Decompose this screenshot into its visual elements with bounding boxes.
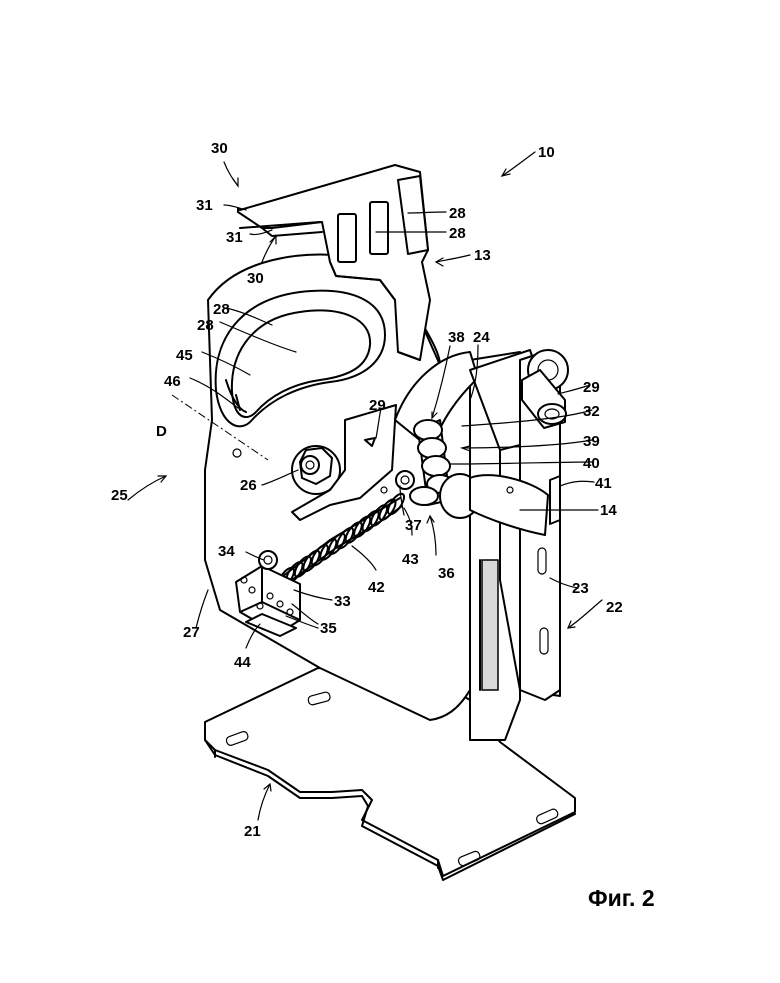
label-41: 41 [595,475,612,492]
label-10: 10 [538,144,555,161]
label-21: 21 [244,823,261,840]
label-14: 14 [600,502,617,519]
label-22: 22 [606,599,623,616]
figure-caption: Фиг. 2 [588,885,655,911]
label-29-lever: 29 [369,397,386,414]
label-28-upper: 28 [449,205,466,222]
label-25: 25 [111,487,128,504]
label-31-bottom: 31 [226,229,243,246]
label-35: 35 [320,620,337,637]
label-40: 40 [583,455,600,472]
label-28-lower: 28 [449,225,466,242]
label-45: 45 [176,347,193,364]
label-28-disc-inner: 28 [197,317,214,334]
label-29-right: 29 [583,379,600,396]
label-13: 13 [474,247,491,264]
label-32: 32 [583,403,600,420]
label-33: 33 [334,593,351,610]
label-37: 37 [405,517,422,534]
label-46: 46 [164,373,181,390]
label-24: 24 [473,329,490,346]
label-30-top: 30 [211,140,228,157]
label-36: 36 [438,565,455,582]
label-43: 43 [402,551,419,568]
label-31-top: 31 [196,197,213,214]
label-30-bottom: 30 [247,270,264,287]
label-34: 34 [218,543,235,560]
label-42: 42 [368,579,385,596]
label-39: 39 [583,433,600,450]
label-44: 44 [234,654,251,671]
label-28-disc-outer: 28 [213,301,230,318]
label-38: 38 [448,329,465,346]
label-26: 26 [240,477,257,494]
axis-label-d: D [156,423,167,440]
label-27: 27 [183,624,200,641]
label-23: 23 [572,580,589,597]
